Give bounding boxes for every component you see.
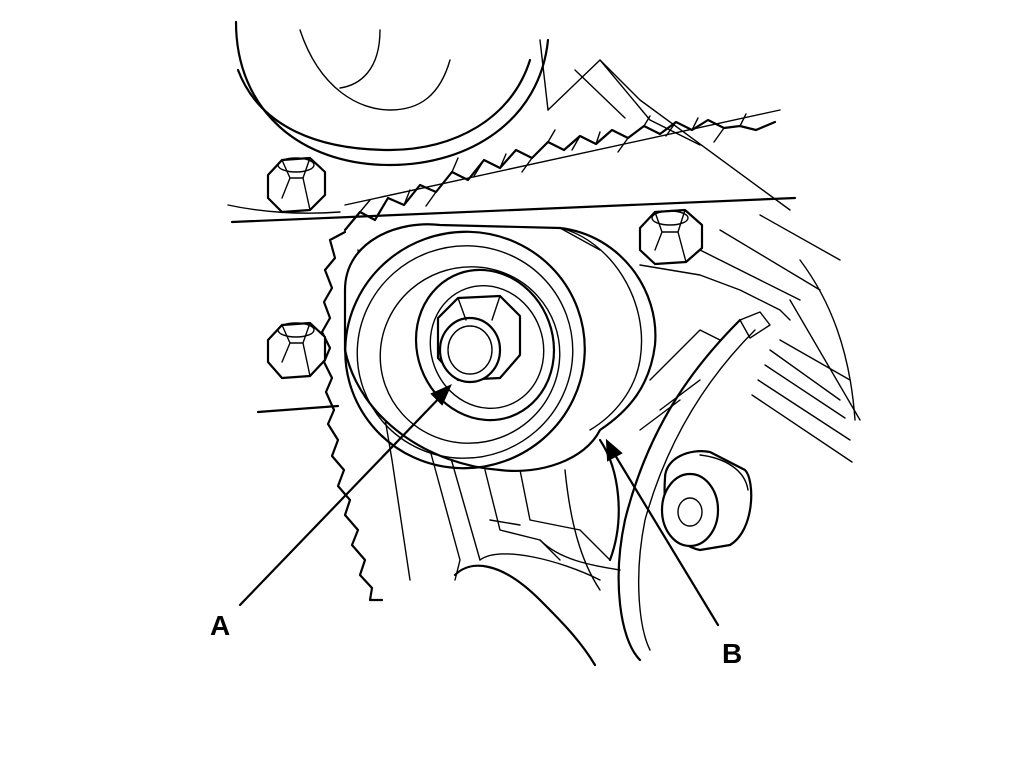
leader-a [238,384,452,607]
upper-pulley [234,20,550,167]
lower-left-bolt [256,321,340,414]
tensioner-center-bolt [436,294,522,384]
callout-label-a: A [210,610,230,641]
callout-label-b: B [722,638,742,669]
right-bolt [638,208,704,266]
leader-b [605,438,720,627]
idler-spacer [660,450,753,552]
upper-left-bolt [266,156,327,214]
engine-housing [227,59,861,667]
